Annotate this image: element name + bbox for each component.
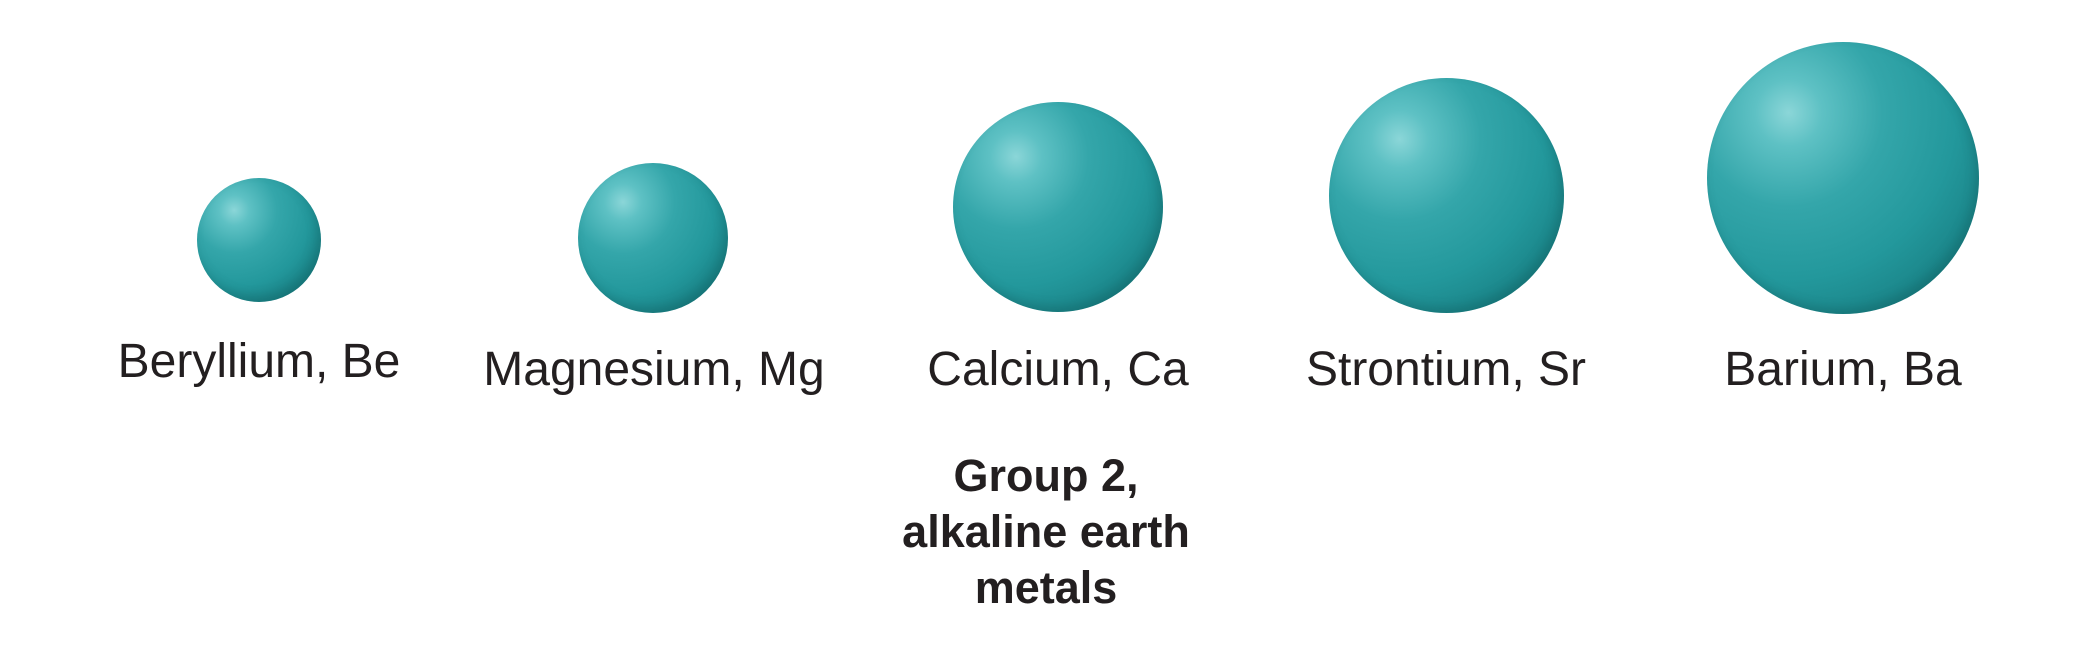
strontium-label: Strontium, Sr bbox=[1305, 343, 1587, 396]
strontium-atom-sphere bbox=[1329, 78, 1564, 313]
magnesium-atom-sphere bbox=[578, 163, 728, 313]
calcium-atom-sphere bbox=[953, 102, 1163, 312]
group-title-line-1: Group 2, bbox=[953, 450, 1139, 501]
beryllium-atom-sphere bbox=[197, 178, 321, 302]
group-title-line-2: alkaline earth bbox=[902, 506, 1190, 557]
magnesium-label: Magnesium, Mg bbox=[483, 343, 825, 396]
calcium-label: Calcium, Ca bbox=[927, 343, 1189, 396]
barium-label: Barium, Ba bbox=[1724, 343, 1962, 396]
beryllium-label: Beryllium, Be bbox=[117, 335, 401, 388]
group-title-line-3: metals bbox=[974, 562, 1118, 613]
barium-atom-sphere bbox=[1707, 42, 1979, 314]
group-title: Group 2, alkaline earth metals bbox=[836, 448, 1256, 616]
